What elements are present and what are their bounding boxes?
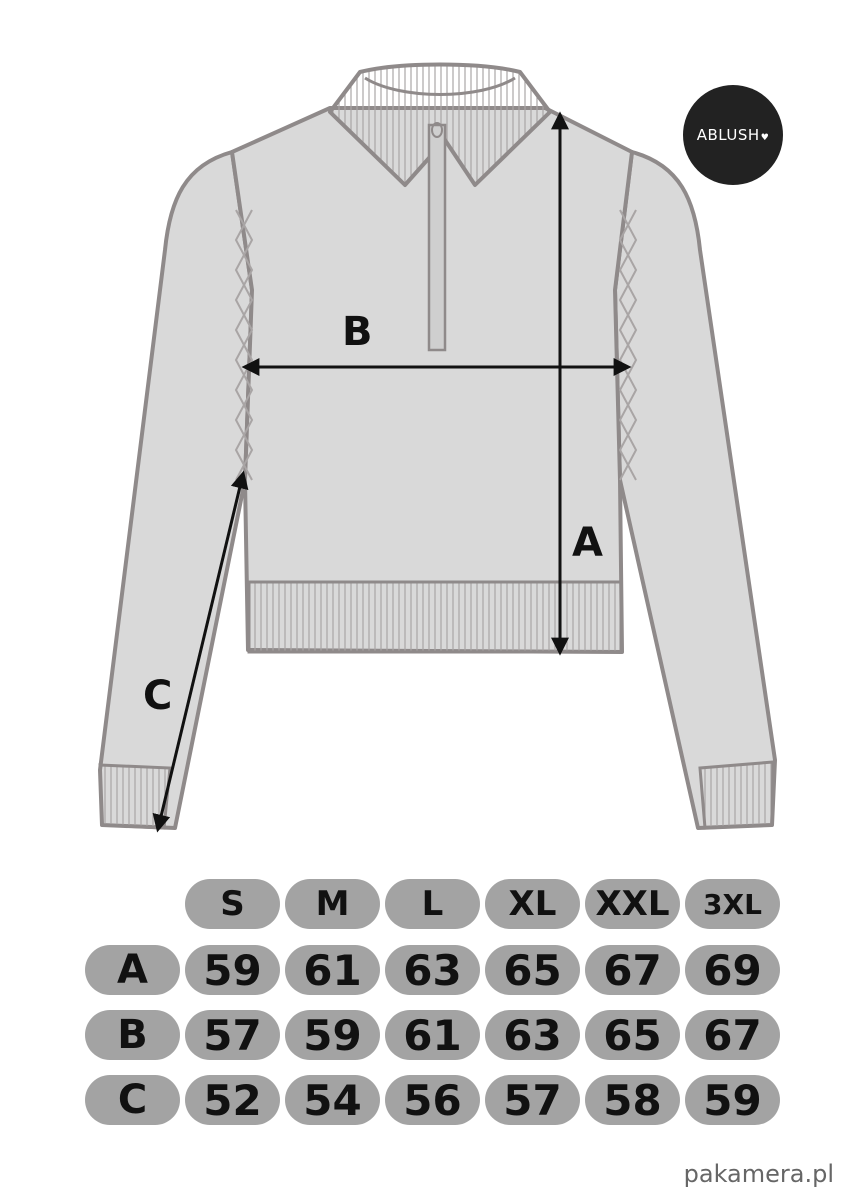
size-header-3: XL [485, 879, 580, 929]
measure-cell: 57 [485, 1075, 580, 1125]
zipper-pull [431, 122, 443, 138]
measure-cell: 65 [585, 1010, 680, 1060]
size-header-4: XXL [585, 879, 680, 929]
measure-cell: 61 [385, 1010, 480, 1060]
measure-cell: 67 [685, 1010, 780, 1060]
right-sleeve [613, 150, 777, 830]
measure-cell: 59 [685, 1075, 780, 1125]
measure-cell: 52 [185, 1075, 280, 1125]
size-header-5: 3XL [685, 879, 780, 929]
measure-cell: 65 [485, 945, 580, 995]
measure-cell: 67 [585, 945, 680, 995]
right-cuff [698, 760, 775, 830]
row-label-2: C [85, 1075, 180, 1125]
brand-logo: ABLUSH♥ [683, 85, 783, 185]
heart-icon: ♥ [760, 133, 770, 143]
measure-cell: 56 [385, 1075, 480, 1125]
row-label-0: A [85, 945, 180, 995]
left-side-seam [234, 209, 254, 481]
measure-label-b: B [342, 309, 373, 355]
watermark: pakamera.pl [683, 1160, 834, 1188]
measure-cell: 63 [385, 945, 480, 995]
measure-cell: 58 [585, 1075, 680, 1125]
measure-cell: 69 [685, 945, 780, 995]
right-side-seam [618, 209, 638, 481]
measure-label-a: A [572, 520, 603, 566]
waistband [247, 580, 623, 654]
size-header-0: S [185, 879, 280, 929]
measure-cell: 63 [485, 1010, 580, 1060]
collar-inner [364, 76, 516, 96]
measure-cell: 59 [285, 1010, 380, 1060]
logo-text: ABLUSH [696, 126, 760, 144]
sweater-illustration [98, 62, 777, 833]
measure-cell: 57 [185, 1010, 280, 1060]
measure-cell: 61 [285, 945, 380, 995]
size-header-1: M [285, 879, 380, 929]
row-label-1: B [85, 1010, 180, 1060]
measure-label-c: C [143, 673, 173, 719]
left-sleeve [98, 150, 254, 830]
measure-cell: 54 [285, 1075, 380, 1125]
zipper [427, 123, 447, 352]
measure-cell: 59 [185, 945, 280, 995]
measure-c-arrow [152, 470, 249, 833]
size-header-2: L [385, 879, 480, 929]
